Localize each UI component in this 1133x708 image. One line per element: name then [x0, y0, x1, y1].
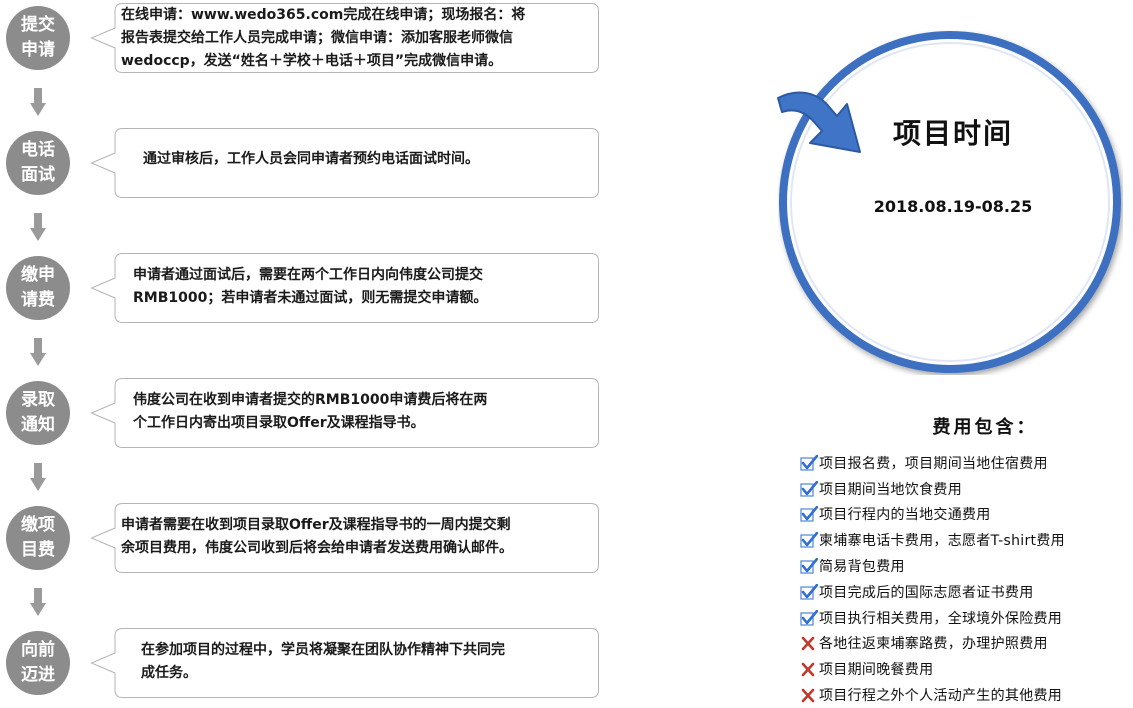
- fee-item: 项目报名费，项目期间当地住宿费用: [800, 450, 1065, 476]
- step-label-line1: 向前: [21, 640, 55, 660]
- step-description-submit: 在线申请：www.wedo365.com完成在线申请；现场报名：将报告表提交给工…: [90, 3, 599, 73]
- step-label-line1: 提交: [21, 15, 55, 35]
- fee-item-text: 项目期间晚餐费用: [819, 662, 934, 679]
- project-time-ring: [779, 31, 1121, 373]
- check-icon: [800, 506, 818, 523]
- step-description-project-fee: 申请者需要在收到项目录取Offer及课程指导书的一周内提交剩余项目费用，伟度公司…: [90, 503, 599, 573]
- description-line: 申请者通过面试后，需要在两个工作日内向伟度公司提交: [133, 267, 483, 283]
- step-label-line2: 申请: [21, 40, 55, 60]
- curved-arrow-icon: [777, 91, 861, 153]
- step-description-admission: 伟度公司在收到申请者提交的RMB1000申请费后将在两个工作日内寄出项目录取Of…: [90, 378, 599, 448]
- fee-item: 项目期间晚餐费用: [800, 656, 1065, 682]
- check-icon: [800, 454, 818, 471]
- step-label-line1: 缴申: [21, 265, 55, 285]
- step-label-line1: 缴项: [21, 515, 55, 535]
- down-arrow-icon: [30, 213, 46, 241]
- fee-item: 项目行程之外个人活动产生的其他费用: [800, 682, 1065, 708]
- step-description-go-forward: 在参加项目的过程中，学员将凝聚在团队协作精神下共同完成任务。: [90, 628, 599, 698]
- fees-list: 项目报名费，项目期间当地住宿费用 项目期间当地饮食费用 项目行程内的当地交通费用…: [800, 450, 1065, 708]
- description-line: wedoccp，发送“姓名＋学校＋电话＋项目”完成微信申请。: [121, 53, 503, 69]
- check-icon: [800, 480, 818, 497]
- check-icon: [800, 583, 818, 600]
- step-label-line2: 请费: [21, 290, 55, 310]
- step-circle-submit: 提交申请: [6, 6, 70, 70]
- fee-item: 项目执行相关费用，全球境外保险费用: [800, 605, 1065, 631]
- fee-item: 项目完成后的国际志愿者证书费用: [800, 579, 1065, 605]
- description-line: 个工作日内寄出项目录取Offer及课程指导书。: [133, 415, 425, 431]
- down-arrow-icon: [30, 588, 46, 616]
- fee-item: 项目期间当地饮食费用: [800, 476, 1065, 502]
- fee-item-text: 各地往返柬埔寨路费，办理护照费用: [819, 636, 1048, 653]
- fee-item: 柬埔寨电话卡费用，志愿者T-shirt费用: [800, 527, 1065, 553]
- project-time-title: 项目时间: [892, 117, 1013, 150]
- step-description-application-fee: 申请者通过面试后，需要在两个工作日内向伟度公司提交 RMB1000；若申请者未通过…: [90, 253, 599, 323]
- description-line: 伟度公司在收到申请者提交的RMB1000申请费后将在两: [133, 392, 488, 408]
- description-line: 余项目费用，伟度公司收到后将会给申请者发送费用确认邮件。: [121, 540, 513, 556]
- description-line: 在线申请：www.wedo365.com完成在线申请；现场报名：将: [121, 7, 526, 23]
- fee-item-text: 项目行程内的当地交通费用: [819, 507, 991, 524]
- check-icon: [800, 532, 818, 548]
- fee-item-text: 简易背包费用: [819, 559, 905, 576]
- step-circle-admission: 录取通知: [6, 381, 70, 445]
- project-date: 2018.08.19-08.25: [873, 197, 1033, 216]
- fee-item: 简易背包费用: [800, 553, 1065, 579]
- down-arrow-icon: [30, 463, 46, 491]
- cross-icon: [801, 662, 815, 677]
- fee-item-text: 项目期间当地饮食费用: [819, 481, 962, 498]
- cross-icon: [801, 688, 815, 703]
- fee-item: 各地往返柬埔寨路费，办理护照费用: [800, 631, 1065, 657]
- fee-item-text: 柬埔寨电话卡费用，志愿者T-shirt费用: [819, 533, 1065, 550]
- description-line: 申请者需要在收到项目录取Offer及课程指导书的一周内提交剩: [121, 517, 511, 533]
- step-label-line2: 通知: [21, 415, 55, 435]
- fee-item-text: 项目行程之外个人活动产生的其他费用: [819, 688, 1063, 705]
- description-line: 在参加项目的过程中，学员将凝聚在团队协作精神下共同完: [141, 642, 505, 658]
- description-line: 报告表提交给工作人员完成申请；微信申请：添加客服老师微信: [121, 30, 513, 46]
- fees-title: 费用包含：: [932, 417, 1038, 438]
- down-arrow-icon: [30, 338, 46, 366]
- description-line: RMB1000；若申请者未通过面试，则无需提交申请额。: [133, 290, 488, 306]
- down-arrow-icon: [30, 88, 46, 116]
- step-circle-interview: 电话面试: [6, 131, 70, 195]
- check-icon: [800, 609, 818, 626]
- fee-item-text: 项目执行相关费用，全球境外保险费用: [819, 610, 1063, 627]
- step-label-line2: 目费: [21, 540, 55, 560]
- step-label-line1: 录取: [21, 390, 55, 410]
- step-circle-project-fee: 缴项目费: [6, 506, 70, 570]
- fee-item-text: 项目完成后的国际志愿者证书费用: [819, 584, 1034, 601]
- check-icon: [800, 558, 818, 574]
- description-line: 成任务。: [141, 665, 197, 681]
- step-circle-application-fee: 缴申请费: [6, 256, 70, 320]
- cross-icon: [801, 637, 815, 651]
- step-label-line1: 电话: [21, 140, 55, 160]
- step-label-line2: 迈进: [21, 665, 55, 685]
- fee-item: 项目行程内的当地交通费用: [800, 502, 1065, 528]
- description-line: 通过审核后，工作人员会同申请者预约电话面试时间。: [143, 151, 479, 167]
- step-label-line2: 面试: [21, 165, 55, 185]
- step-circle-go-forward: 向前迈进: [6, 631, 70, 695]
- fee-item-text: 项目报名费，项目期间当地住宿费用: [819, 455, 1048, 472]
- step-description-interview: 通过审核后，工作人员会同申请者预约电话面试时间。: [90, 128, 599, 198]
